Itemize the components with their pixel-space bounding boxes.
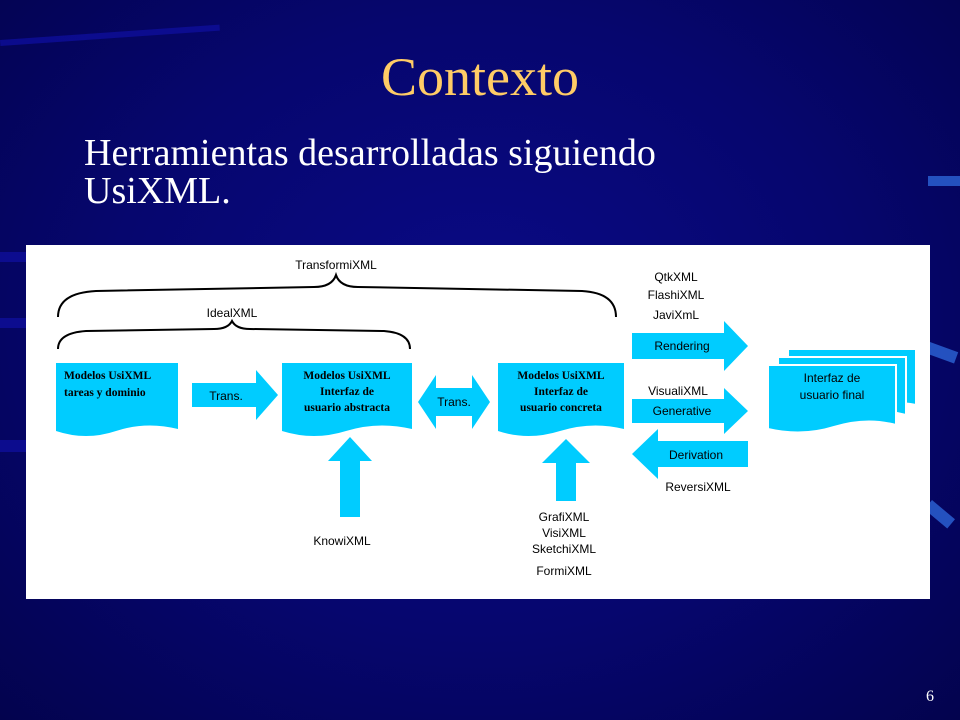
box-final-line2: usuario final [800, 388, 865, 402]
box-final-line1: Interfaz de [804, 371, 861, 385]
tool-flashixml: FlashiXML [648, 288, 705, 302]
arrow-derivation [632, 429, 748, 479]
arrow-trans-2 [418, 375, 490, 429]
brace-idealxml [57, 318, 411, 350]
tool-knowixml: KnowiXML [313, 534, 371, 548]
arrow-generative [632, 388, 748, 434]
tool-visixml: VisiXML [542, 526, 586, 540]
page-number: 6 [926, 688, 934, 705]
box3-line1: Modelos UsiXML [517, 370, 605, 382]
arrow-trans-1 [192, 370, 278, 420]
box-interfaz-concreta [498, 363, 624, 436]
brace-inner-label: IdealXML [207, 306, 258, 320]
brace-outer-label: TransformiXML [295, 258, 377, 272]
tool-formixml: FormiXML [536, 564, 592, 578]
box3-line2: Interfaz de [534, 386, 588, 398]
box-tareas-dominio [56, 363, 178, 436]
tool-sketchixml: SketchiXML [532, 542, 596, 556]
tool-visualixml: VisualiXML [648, 384, 708, 398]
box1-line2: tareas y dominio [64, 387, 146, 399]
brace-transformixml [57, 271, 617, 318]
arrow-up-concrete-tools [542, 439, 590, 501]
tool-javixml: JaviXmL [653, 308, 699, 322]
box-interfaz-final [767, 348, 917, 434]
usixml-tools-diagram: TransformiXML IdealXML Modelos UsiXML ta… [26, 245, 930, 599]
arrow-trans-2-label: Trans. [437, 395, 471, 409]
box2-line1: Modelos UsiXML [303, 370, 391, 382]
box3-line3: usuario concreta [520, 402, 602, 414]
arrow-up-knowixml [328, 437, 372, 517]
arrow-rendering [632, 321, 748, 371]
tool-reversixml: ReversiXML [665, 480, 731, 494]
box1-line1: Modelos UsiXML [64, 370, 152, 382]
arrow-trans-1-label: Trans. [209, 389, 243, 403]
tool-grafixml: GrafiXML [539, 510, 590, 524]
box2-line3: usuario abstracta [304, 402, 390, 414]
bullet-line-2: UsiXML. [84, 170, 231, 212]
slide-title: Contexto [381, 47, 579, 107]
box-interfaz-abstracta [282, 363, 412, 436]
box2-line2: Interfaz de [320, 386, 374, 398]
arrow-generative-label: Generative [653, 404, 712, 418]
bullet-line-1: Herramientas desarrolladas siguiendo [84, 132, 656, 174]
arrow-rendering-label: Rendering [654, 339, 709, 353]
arrow-derivation-label: Derivation [669, 448, 723, 462]
tool-qtkxml: QtkXML [654, 270, 698, 284]
slide-bullet-text: Herramientas desarrolladas siguiendo Usi… [84, 134, 840, 210]
